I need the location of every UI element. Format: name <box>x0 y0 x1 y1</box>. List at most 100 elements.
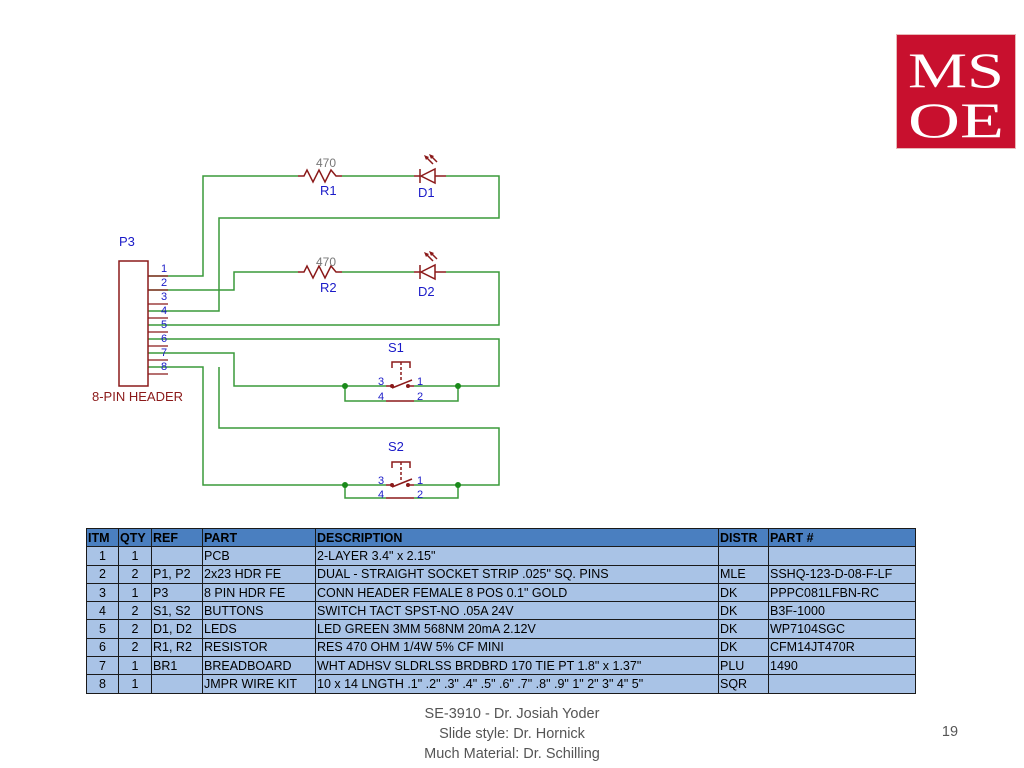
column-header: REF <box>151 527 203 548</box>
table-cell: PPPC081LFBN-RC <box>768 582 916 603</box>
table-cell: S1, S2 <box>151 601 203 621</box>
table-cell: SQR <box>718 674 769 694</box>
resistor-r1-ref: R1 <box>320 183 337 198</box>
header-pin-4: 4 <box>161 305 167 317</box>
switch-s2-junction-right <box>455 482 461 488</box>
column-header: PART # <box>768 527 916 548</box>
header-pin-2: 2 <box>161 277 167 289</box>
table-cell: CONN HEADER FEMALE 8 POS 0.1" GOLD <box>315 582 719 603</box>
header-pin-8: 8 <box>161 361 167 373</box>
led-d1 <box>414 154 446 185</box>
wire-s2-bottom-left <box>344 485 386 499</box>
wire-led2-loop <box>148 271 500 326</box>
switch-s1-junction-right <box>455 383 461 389</box>
resistor-r1-symbol <box>298 168 342 184</box>
wires <box>148 175 500 499</box>
table-cell: 8 <box>86 674 119 694</box>
header-pin-3: 3 <box>161 291 167 303</box>
switch-s2: S2 3 1 4 2 <box>342 439 461 501</box>
switch-s2-symbol <box>386 461 414 499</box>
wire-s2-top <box>218 367 500 486</box>
led-d1-ref: D1 <box>418 185 435 200</box>
table-cell: B3F-1000 <box>768 601 916 621</box>
table-cell: MLE <box>718 564 769 584</box>
table-cell: 7 <box>86 656 119 676</box>
table-cell <box>718 546 769 566</box>
footer-course: SE-3910 - Dr. Josiah Yoder <box>424 706 600 722</box>
switch-s1-ref: S1 <box>388 340 404 355</box>
table-cell: 1 <box>86 546 119 566</box>
column-header: DESCRIPTION <box>315 527 719 548</box>
table-cell: BREADBOARD <box>202 656 316 676</box>
table-cell <box>151 546 203 566</box>
table-cell: BUTTONS <box>202 601 316 621</box>
table-cell: P1, P2 <box>151 564 203 584</box>
table-cell: DK <box>718 619 769 639</box>
led-d2 <box>414 251 446 281</box>
wire-s1-top <box>148 338 500 387</box>
footer-slide-style: Slide style: Dr. Hornick <box>439 726 585 742</box>
table-cell: 5 <box>86 619 119 639</box>
table-header-row: ITM QTY REF PART DESCRIPTION DISTR PART … <box>86 527 916 548</box>
table-cell: WHT ADHSV SLDRLSS BRDBRD 170 TIE PT 1.8"… <box>315 656 719 676</box>
table-cell: LED GREEN 3MM 568NM 20mA 2.12V <box>315 619 719 639</box>
header-pin-1: 1 <box>161 263 167 275</box>
table-cell: DK <box>718 582 769 603</box>
table-cell: D1, D2 <box>151 619 203 639</box>
wire-s2-left <box>148 366 386 486</box>
table-cell: BR1 <box>151 656 203 676</box>
wire-net-2 <box>148 271 298 291</box>
table-cell: 6 <box>86 637 119 658</box>
switch-s2-pin-1: 1 <box>417 475 423 487</box>
header-pin-7: 7 <box>161 347 167 359</box>
page-number: 19 <box>941 724 959 740</box>
led-d1-triangle <box>419 167 436 185</box>
table-cell: 2 <box>118 601 152 621</box>
table-cell: 4 <box>86 601 119 621</box>
table-cell: R1, R2 <box>151 637 203 658</box>
table-cell: DUAL - STRAIGHT SOCKET STRIP .025" SQ. P… <box>315 564 719 584</box>
table-cell <box>151 674 203 694</box>
switch-s2-junction-left <box>342 482 348 488</box>
table-cell: 2 <box>86 564 119 584</box>
wire-s1-left <box>148 352 386 387</box>
slide-footer: SE-3910 - Dr. Josiah Yoder Slide style: … <box>362 704 662 764</box>
table-cell: 8 PIN HDR FE <box>202 582 316 603</box>
switch-s2-pin-2: 2 <box>417 489 423 501</box>
led-d2-triangle <box>419 263 436 281</box>
switch-s2-ref: S2 <box>388 439 404 454</box>
column-header: DISTR <box>718 527 769 548</box>
switch-s1-pin-4: 4 <box>378 391 384 403</box>
table-cell: DK <box>718 601 769 621</box>
switch-s1-pin-3: 3 <box>378 376 384 388</box>
table-cell: 1490 <box>768 656 916 676</box>
switch-s1-symbol <box>386 361 414 402</box>
header-pin-6: 6 <box>161 333 167 345</box>
resistor-r1-value: 470 <box>316 156 336 170</box>
resistor-r2-symbol <box>298 264 342 280</box>
wire-net-1 <box>148 175 298 277</box>
resistor-r1: 470 R1 <box>298 156 342 198</box>
table-cell: DK <box>718 637 769 658</box>
switch-s2-pin-3: 3 <box>378 475 384 487</box>
table-cell: LEDS <box>202 619 316 639</box>
table-cell <box>768 674 916 694</box>
switch-s1-pin-1: 1 <box>417 376 423 388</box>
header-name-label: 8-PIN HEADER <box>92 389 183 404</box>
table-cell <box>768 546 916 566</box>
led-d2-ref: D2 <box>418 284 435 299</box>
column-header: ITM <box>86 527 119 548</box>
table-cell: RESISTOR <box>202 637 316 658</box>
table-cell: RES 470 OHM 1/4W 5% CF MINI <box>315 637 719 658</box>
table-cell: 3 <box>86 582 119 603</box>
header-pin-lines <box>148 275 168 375</box>
table-cell: WP7104SGC <box>768 619 916 639</box>
resistor-r2-value: 470 <box>316 255 336 269</box>
